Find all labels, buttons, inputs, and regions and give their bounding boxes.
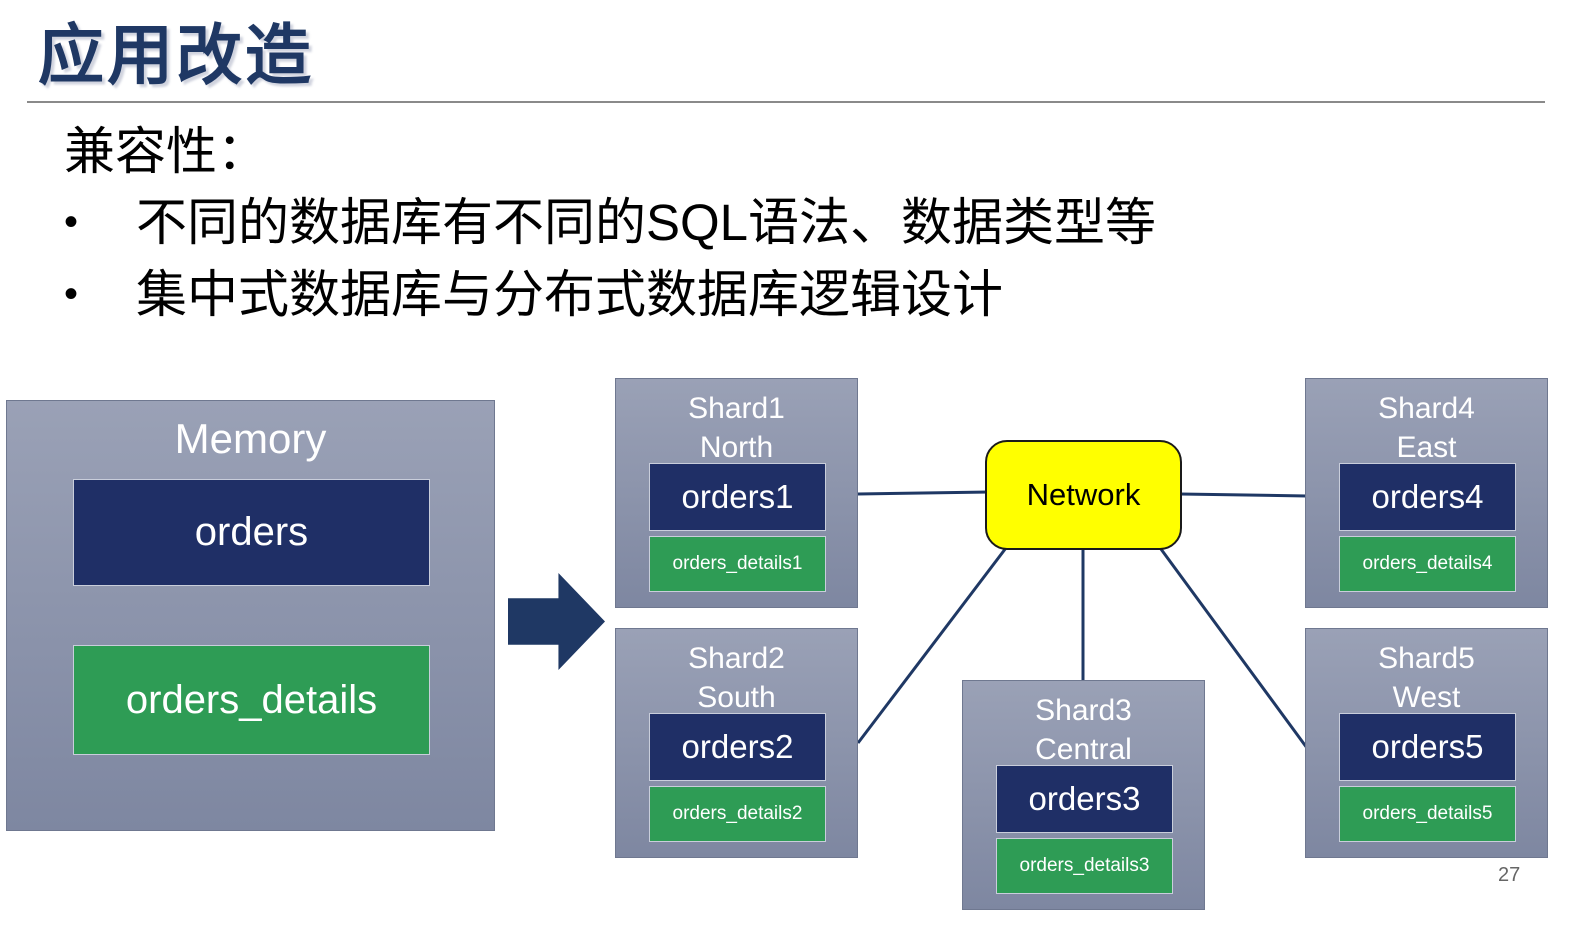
title-divider — [27, 101, 1545, 103]
shard-region: South — [697, 681, 776, 714]
shard-region: North — [699, 431, 774, 464]
page-number: 27 — [1498, 864, 1521, 886]
orders-details-table: orders_details — [73, 645, 430, 755]
network-node: Network — [985, 440, 1182, 550]
page-title: 应用改造 — [38, 18, 314, 92]
bullet-dot: • — [64, 200, 79, 245]
compatibility-heading: 兼容性： — [64, 123, 269, 180]
right-arrow-icon — [508, 573, 605, 670]
bullet-text: 不同的数据库有不同的SQL语法、数据类型等 — [136, 194, 1157, 252]
shard-orders-table: orders1 — [649, 463, 826, 531]
shard-details-table: orders_details4 — [1339, 536, 1516, 592]
shard4-box: Shard4 East orders4 orders_details4 — [1305, 378, 1548, 608]
shard-orders-table: orders4 — [1339, 463, 1516, 531]
shard-orders-table: orders3 — [996, 765, 1173, 833]
shard2-box: Shard2 South orders2 orders_details2 — [615, 628, 858, 858]
shard-name: Shard5 — [1378, 642, 1475, 675]
shard-name: Shard3 — [1035, 694, 1132, 727]
body-text: 兼容性： • 不同的数据库有不同的SQL语法、数据类型等 • 集中式数据库与分布… — [64, 116, 1464, 330]
shard-name: Shard1 — [688, 392, 785, 425]
shard-name: Shard2 — [688, 642, 785, 675]
memory-label: Memory — [174, 415, 327, 462]
bullet-item: • 不同的数据库有不同的SQL语法、数据类型等 — [64, 187, 1464, 258]
shard-details-table: orders_details1 — [649, 536, 826, 592]
shard-details-table: orders_details5 — [1339, 786, 1516, 842]
shard-orders-table: orders5 — [1339, 713, 1516, 781]
shard-region: Central — [1035, 733, 1132, 766]
bullet-dot: • — [64, 271, 79, 316]
bullet-item: • 集中式数据库与分布式数据库逻辑设计 — [64, 259, 1464, 330]
shard5-box: Shard5 West orders5 orders_details5 — [1305, 628, 1548, 858]
shard-details-table: orders_details3 — [996, 838, 1173, 894]
shard-orders-table: orders2 — [649, 713, 826, 781]
shard-region: West — [1392, 681, 1461, 714]
memory-box: Memory orders orders_details — [6, 400, 495, 831]
shard3-box: Shard3 Central orders3 orders_details3 — [962, 680, 1205, 910]
bullet-text: 集中式数据库与分布式数据库逻辑设计 — [136, 265, 1004, 323]
shard-name: Shard4 — [1378, 392, 1475, 425]
shard-region: East — [1396, 431, 1457, 464]
shard1-box: Shard1 North orders1 orders_details1 — [615, 378, 858, 608]
orders-table: orders — [73, 479, 430, 586]
shard-details-table: orders_details2 — [649, 786, 826, 842]
